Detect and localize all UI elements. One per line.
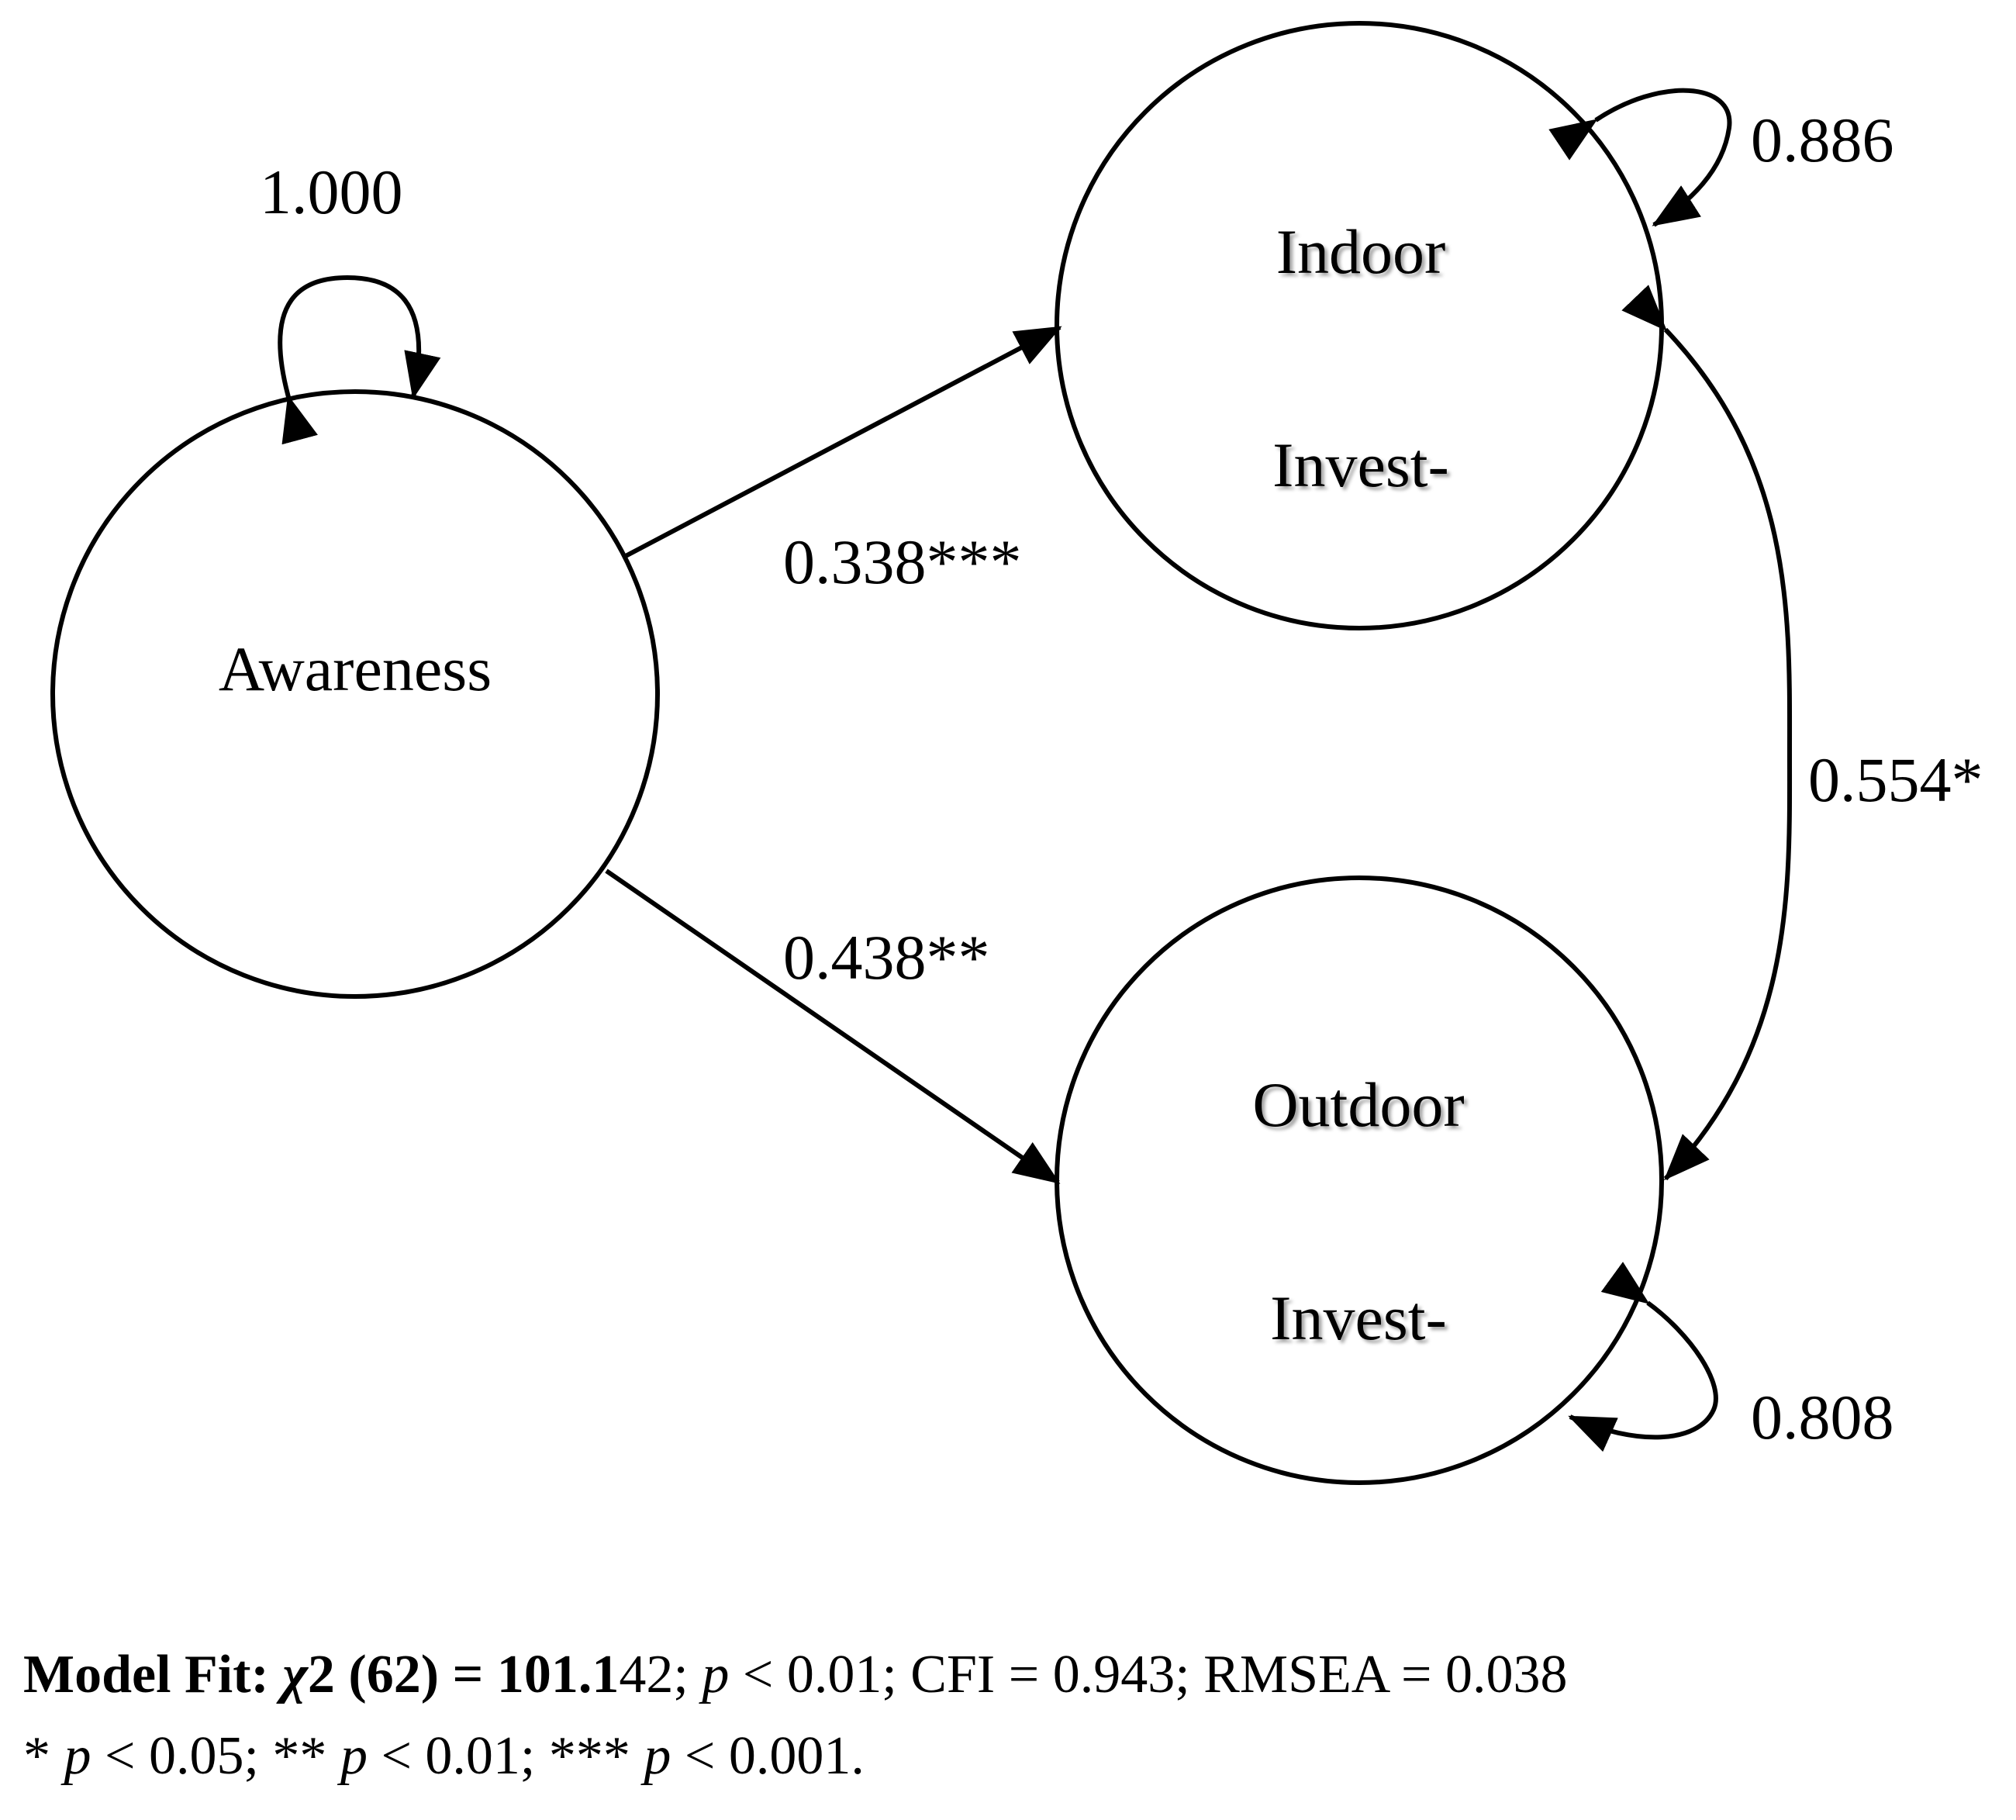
chi-statistic: 2 (62) = 101.1 xyxy=(307,1645,620,1704)
indoor-outdoor-covariance-arrow xyxy=(1621,285,1793,1181)
outdoor-label-line1: Outdoor xyxy=(1252,1069,1464,1140)
sig-level-1: < 0.05; ** xyxy=(91,1726,340,1786)
awareness-variance-loop xyxy=(278,275,441,445)
awareness-to-indoor-coefficient: 0.338*** xyxy=(783,527,1022,597)
p-symbol: p xyxy=(702,1645,730,1704)
sig-level-2: < 0.01; *** xyxy=(367,1726,644,1786)
awareness-to-indoor-arrow xyxy=(623,325,1062,559)
awareness-to-outdoor-coefficient: 0.438** xyxy=(783,922,990,993)
awareness-variance-value: 1.000 xyxy=(260,157,403,227)
outdoor-label-line2: Invest- xyxy=(1270,1283,1447,1353)
p-symbol: p xyxy=(64,1726,91,1786)
chi-statistic-tail: 42; xyxy=(619,1645,689,1704)
indoor-label-line2: Invest- xyxy=(1272,430,1449,500)
indoor-variance-loop xyxy=(1548,88,1732,227)
indoor-label-line1: Indoor xyxy=(1276,216,1446,287)
p-symbol: p xyxy=(644,1726,671,1786)
fit-indices: < 0.01; CFI = 0.943; RMSEA = 0.038 xyxy=(729,1645,1568,1704)
significance-legend: * p < 0.05; ** p < 0.01; *** p < 0.001. xyxy=(23,1725,865,1787)
sig-level-3: < 0.001. xyxy=(671,1726,865,1786)
chi-symbol: χ xyxy=(282,1645,308,1704)
awareness-to-outdoor-arrow xyxy=(605,869,1061,1185)
indoor-variance-value: 0.886 xyxy=(1751,105,1894,175)
indoor-invest-node xyxy=(1055,21,1664,630)
outdoor-invest-node xyxy=(1055,875,1664,1485)
awareness-label: Awareness xyxy=(219,634,492,704)
model-fit-label: Model Fit: xyxy=(23,1645,269,1704)
covariance-value: 0.554* xyxy=(1808,744,1983,815)
sig-star-1: * xyxy=(23,1726,64,1786)
p-symbol: p xyxy=(340,1726,368,1786)
model-fit-line: Model Fit: χ2 (62) = 101.142; p < 0.01; … xyxy=(23,1644,1567,1706)
outdoor-variance-value: 0.808 xyxy=(1751,1382,1894,1452)
outdoor-variance-loop xyxy=(1568,1262,1718,1452)
